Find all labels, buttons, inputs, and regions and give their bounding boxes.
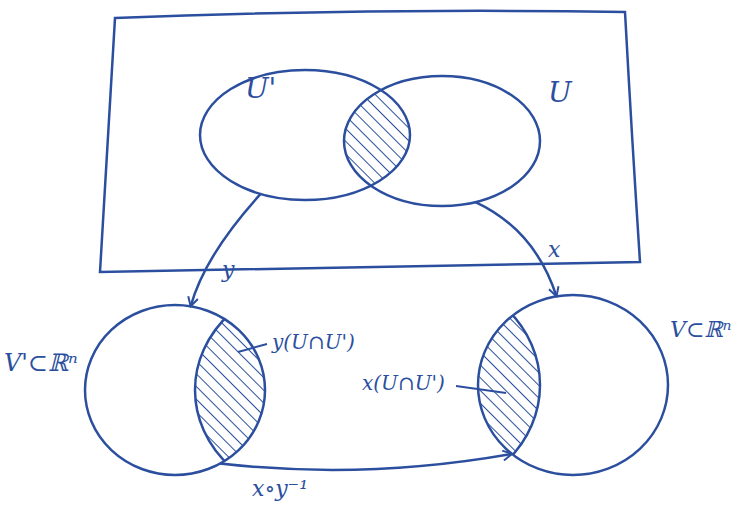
set-label: V⊂ℝⁿ [670, 318, 732, 342]
ellipse-shape [344, 76, 540, 206]
ellipse-shape [200, 70, 410, 200]
set-label: U [548, 78, 572, 109]
map-label: x [548, 238, 560, 262]
map-arrow [220, 454, 512, 470]
set-label: V'⊂ℝⁿ [4, 350, 78, 376]
image-boundary [300, 275, 540, 495]
ellipse-shape [478, 295, 668, 475]
ellipse-outline [85, 305, 265, 475]
map-arrow [191, 194, 261, 306]
region-label: y(U∩U') [272, 331, 355, 353]
chart-image: V⊂ℝⁿ [478, 295, 668, 475]
ellipse-outline [344, 76, 540, 206]
chart-domain: U [344, 76, 540, 206]
map-arrow [476, 202, 557, 296]
set-label: U' [245, 74, 276, 105]
ellipse-outline [478, 295, 668, 475]
chart-image: V'⊂ℝⁿ [85, 305, 265, 475]
chart-domain: U' [200, 70, 410, 200]
ellipse-shape [85, 305, 265, 475]
leader-line [456, 386, 506, 393]
ellipse-outline [200, 70, 410, 200]
region-label: x(U∩U') [362, 372, 445, 394]
map-label: x∘y⁻¹ [252, 477, 308, 501]
map-label: y [222, 258, 234, 282]
